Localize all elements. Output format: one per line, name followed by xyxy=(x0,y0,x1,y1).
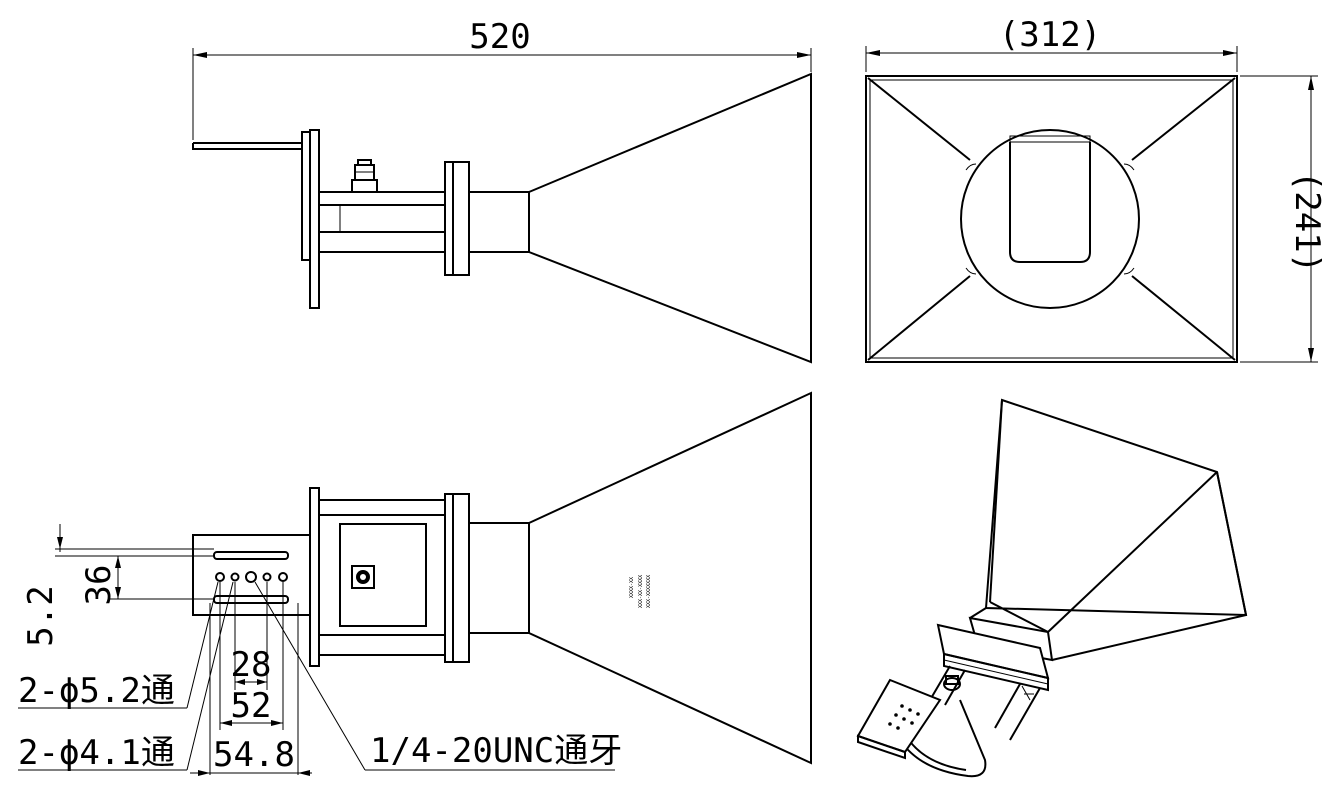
dimension-slot-offset: 5.2 xyxy=(21,524,214,647)
dimension-bracket-width: 54.8 xyxy=(190,735,312,776)
dimension-54-8-label: 54.8 xyxy=(213,735,295,775)
callout-hole-4-1: 2-ϕ4.1通 xyxy=(18,581,234,773)
nameplate-line1: XXXX-XX xyxy=(629,577,635,598)
callout-hole-5-2-label: 2-ϕ5.2通 xyxy=(18,671,175,711)
dimension-28-label: 28 xyxy=(231,645,272,685)
nameplate-line3: XXX-XXXXXXX xyxy=(646,575,652,608)
dimension-width: (312) xyxy=(865,15,1238,72)
top-view: XXXX-XX XXX-XX-XXXX XXX-XXXXXXX 5.2 36 xyxy=(18,391,812,776)
dimension-241-label: (241) xyxy=(1287,171,1327,273)
callout-hole-4-1-label: 2-ϕ4.1通 xyxy=(18,733,175,773)
dimension-36-label: 36 xyxy=(79,565,119,606)
hole-5-2-right xyxy=(278,572,288,582)
hole-5-2-left xyxy=(215,572,225,582)
dimension-5-2-label: 5.2 xyxy=(21,585,61,646)
dimension-overall-length: 520 xyxy=(192,17,812,140)
nameplate-line2: XXX-XX-XXXX xyxy=(638,575,644,608)
dimension-hole-spacing-mid: 52 xyxy=(220,686,283,726)
callout-hole-5-2: 2-ϕ5.2通 xyxy=(18,581,219,711)
nameplate: XXXX-XX XXX-XX-XXXX XXX-XXXXXXX xyxy=(629,575,652,608)
dimension-520-label: 520 xyxy=(469,17,530,57)
dimension-52-label: 52 xyxy=(231,686,272,726)
side-view: 520 xyxy=(192,17,812,364)
dimension-312-label: (312) xyxy=(999,15,1101,55)
thread-hole xyxy=(245,571,257,583)
callout-thread-label: 1/4-20UNC通牙 xyxy=(370,731,622,771)
dimension-slot-spacing: 36 xyxy=(79,556,214,605)
front-view: (312) (241) xyxy=(865,15,1327,363)
dimension-height: (241) xyxy=(1240,75,1327,363)
isometric-view xyxy=(856,398,1248,778)
dimension-hole-spacing-small: 28 xyxy=(231,645,272,685)
callout-thread: 1/4-20UNC通牙 xyxy=(254,581,622,771)
hole-4-1-right xyxy=(262,572,272,582)
hole-4-1-left xyxy=(230,572,240,582)
